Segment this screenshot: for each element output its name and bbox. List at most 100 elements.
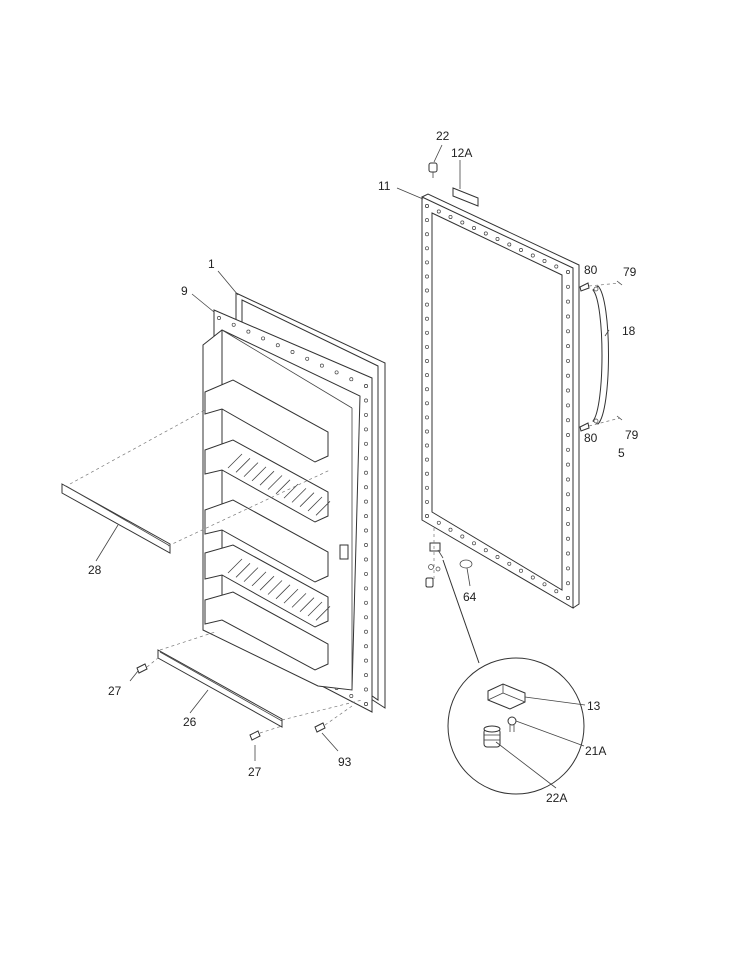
screw-hole [364,441,368,446]
screw-hole [364,384,368,388]
label-5: 5 [618,446,625,460]
screw-hole [566,566,570,571]
shelf-bar-26 [157,631,363,728]
screw-hole [425,274,429,279]
screw-hole [460,220,465,225]
shelf-wire [299,492,315,507]
screw-hole [566,373,570,378]
screw-hole [364,644,368,649]
shelf-wire [315,501,331,516]
screw-hole [495,555,500,559]
screw-hole [436,209,441,214]
screw-hole [364,543,368,547]
shelf-wire [259,575,275,591]
shelf-wire [275,479,291,495]
hinge-small-parts [425,528,473,588]
screw-hole [425,288,429,293]
screw-hole [275,343,280,348]
screw-hole [425,373,429,378]
label-21a: 21A [585,744,606,758]
label-26: 26 [183,715,197,729]
screw-hole [519,248,523,252]
shelf-wire [283,588,299,604]
screw-hole [566,270,570,274]
screw-hole [364,485,368,490]
label-11: 11 [378,179,391,193]
screw-hole [246,329,251,334]
screw-hole [566,447,570,452]
label-22a: 22A [546,791,567,805]
shelf-wire [315,606,331,621]
screw-hole [364,673,368,678]
screw-hole [554,264,559,269]
screw-hole [483,231,488,236]
label-1: 1 [208,257,215,271]
screw-hole [566,329,570,334]
shelf-bar-28 [61,409,331,554]
screw-hole [566,581,570,586]
label-22: 22 [436,129,450,143]
screw-hole [566,403,570,408]
screw-hole [425,429,429,434]
label-79-bottom: 79 [625,428,639,442]
door-shelves [204,379,331,671]
label-13: 13 [587,699,601,713]
screw-hole [364,499,368,504]
shelf-wire [251,466,267,482]
shelf-wire [259,470,275,486]
screw-hole [364,557,368,562]
shelf-wire [251,571,267,587]
leader-lines [95,144,610,789]
screw-hole [364,427,368,432]
label-93: 93 [338,755,352,769]
screw-hole [425,204,429,208]
shelf-wire [307,601,323,617]
screw-hole [425,359,429,363]
label-80-bottom: 80 [584,431,598,445]
screw-hole [566,388,570,393]
screw-hole [364,687,368,692]
screw-hole [290,350,295,354]
shelf-wire [307,496,323,512]
screw-hole [364,600,368,605]
screw-hole [566,596,570,600]
label-28: 28 [88,563,102,577]
shelf-wire [243,567,259,582]
screw-hole [507,561,512,566]
screw-hole [425,415,429,420]
screw-hole [349,377,354,382]
screw-hole [566,477,570,482]
shelf-wire [235,458,251,473]
shelf-screws [136,657,353,741]
label-9: 9 [181,284,188,298]
part-number-labels: 1 9 28 27 26 27 93 22 12A 11 80 79 18 80… [88,129,639,805]
shelf-wire [299,597,315,612]
screw-hole [566,521,570,526]
screw-hole [364,629,368,634]
screw-hole [448,527,453,532]
screw-hole [364,571,368,576]
screw-hole [364,528,368,533]
screw-hole [231,322,236,327]
screw-hole [364,658,368,663]
shelf-wire [291,593,307,608]
screw-hole [566,314,570,319]
screw-hole [425,330,429,335]
screw-hole [319,363,324,368]
label-80-top: 80 [584,263,598,277]
screw-hole [364,470,368,475]
door-handle [592,285,609,425]
screw-hole [425,387,429,392]
label-18: 18 [622,324,636,338]
screw-hole [448,215,453,219]
screw-hole [364,615,368,620]
handle-screws [579,280,623,432]
screw-hole [566,551,570,556]
screw-hole [364,456,368,461]
screw-hole [425,260,429,265]
screw-hole [364,412,368,417]
screw-hole [566,536,570,541]
screw-hole [566,507,570,512]
screw-hole [425,302,429,307]
